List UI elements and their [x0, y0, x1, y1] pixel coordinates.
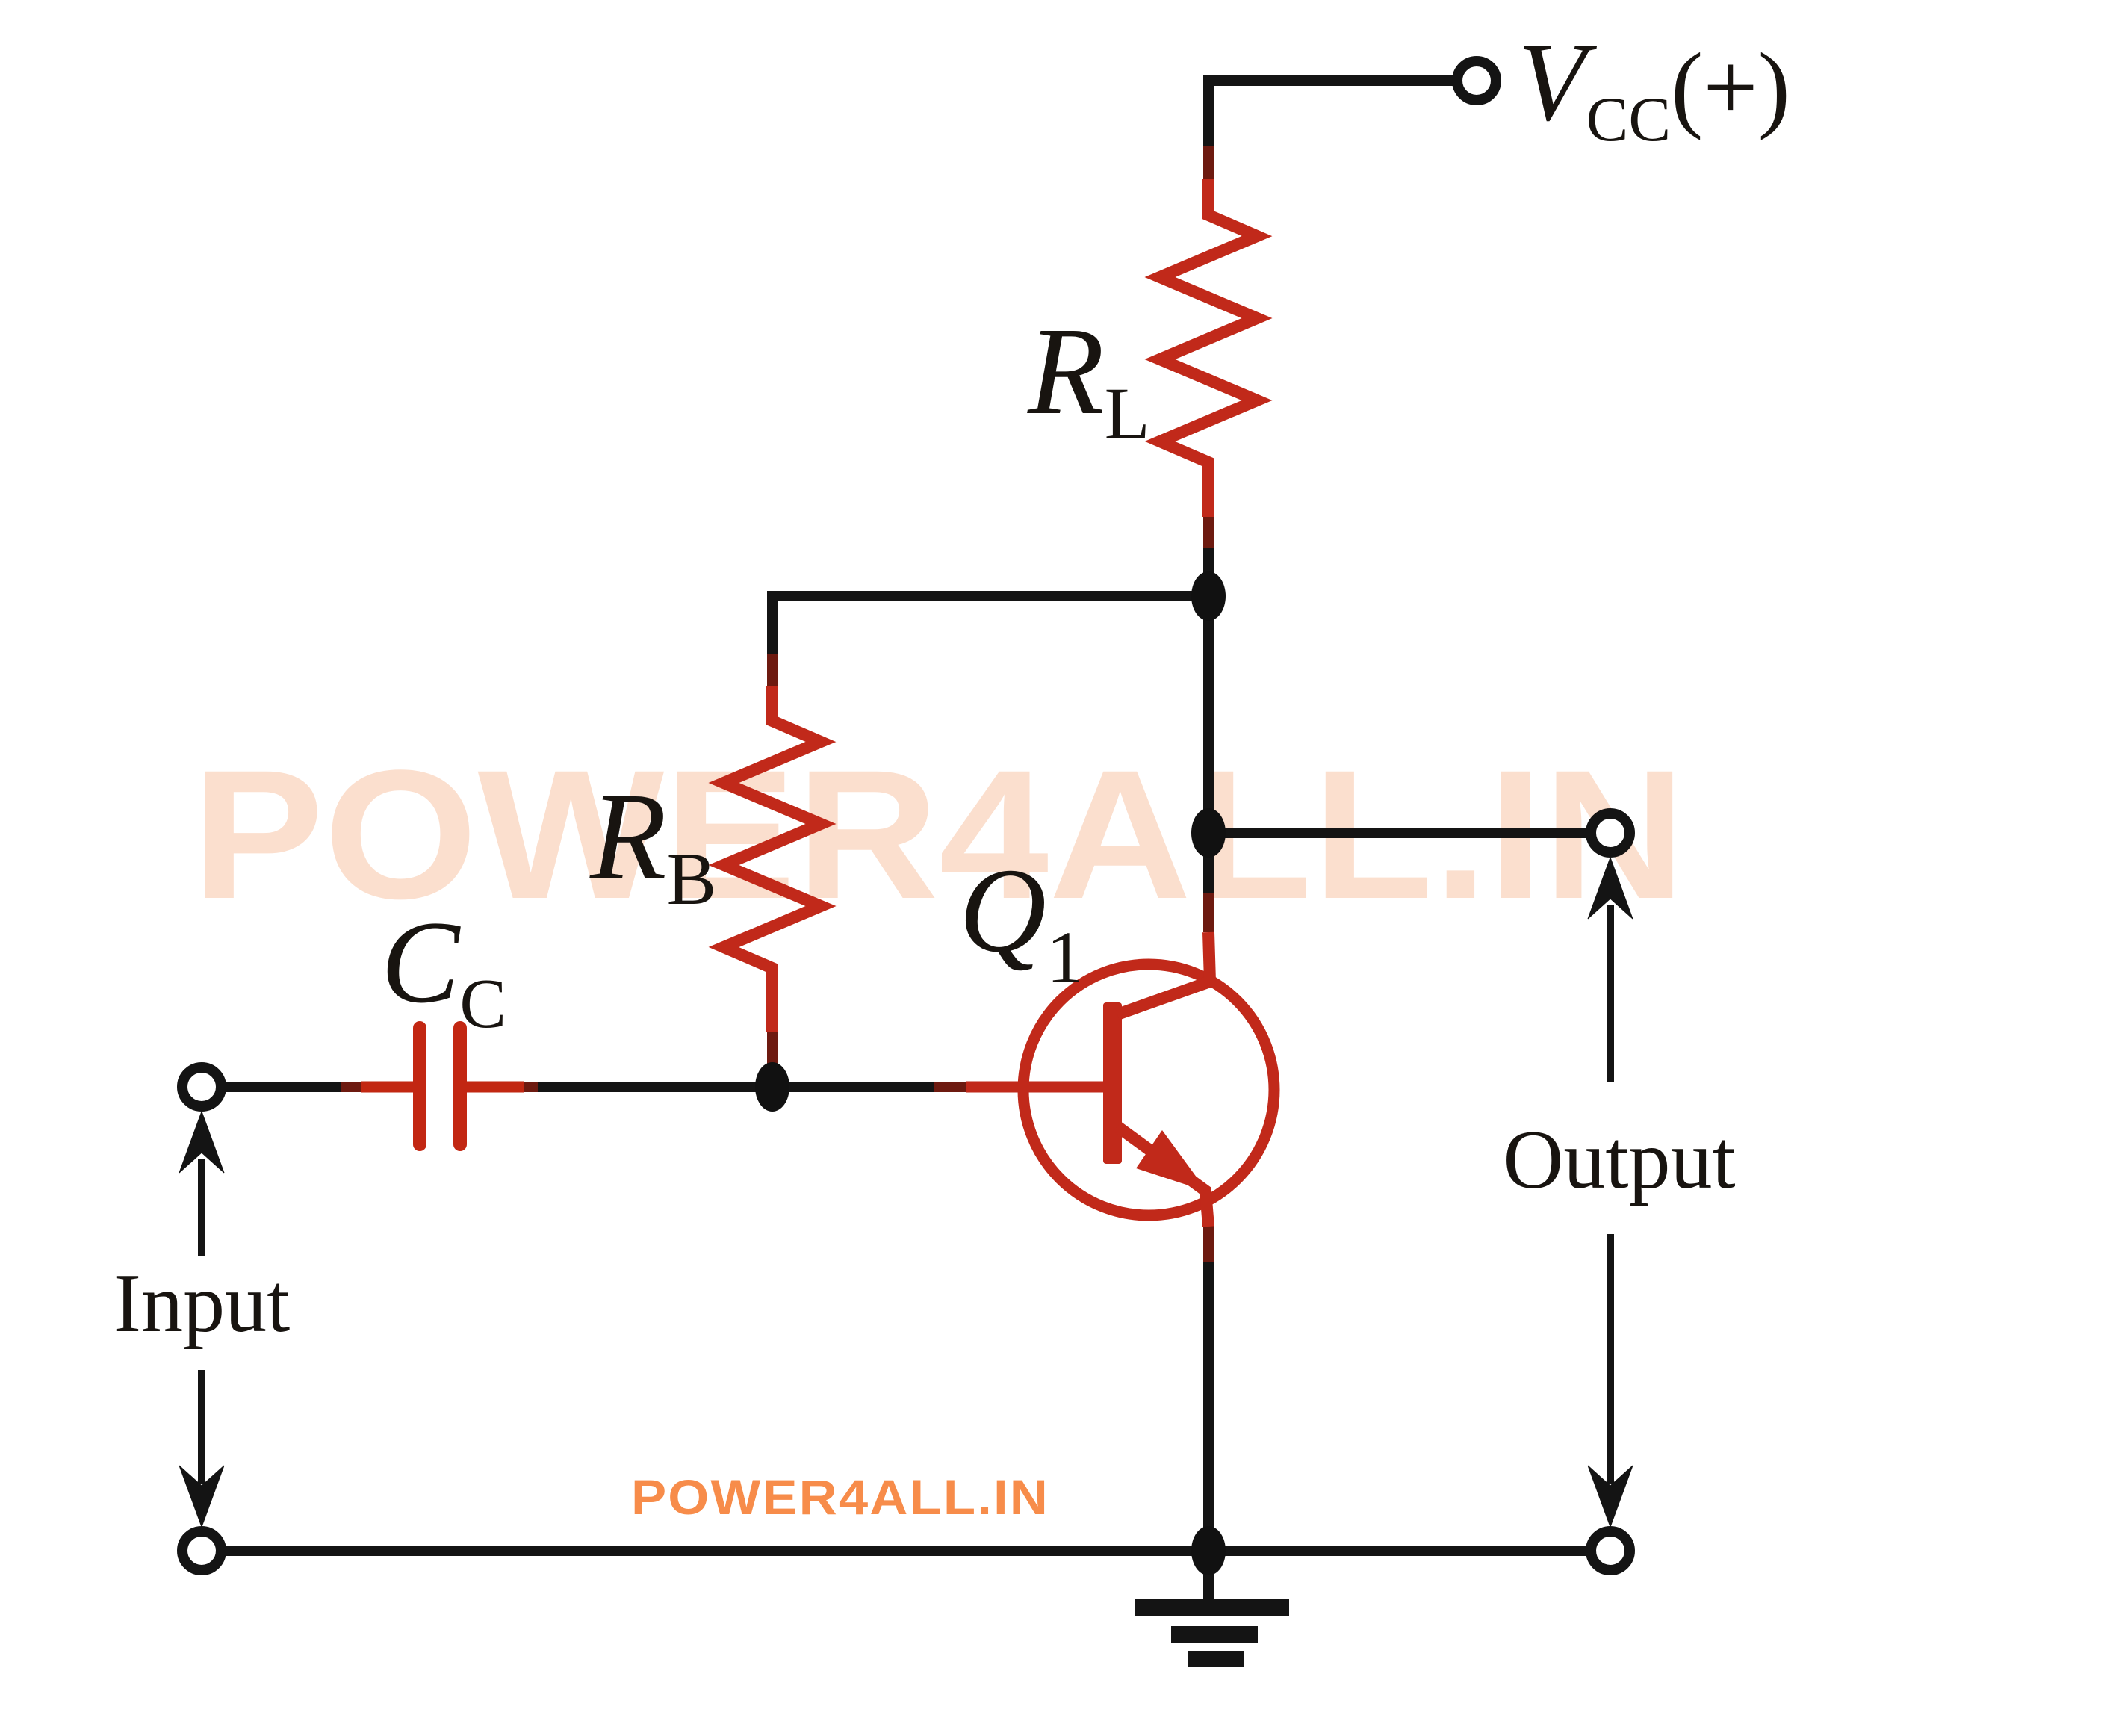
junction-dot-ground-node	[1191, 1526, 1226, 1575]
rb-label: RB	[589, 767, 716, 920]
terminals	[177, 56, 1635, 1575]
input-label: Input	[114, 1257, 290, 1350]
output-arrowhead-up	[1587, 856, 1633, 920]
transistor-collector-lead	[1115, 931, 1217, 1020]
emitter-arrowhead	[1136, 1130, 1207, 1191]
cc-label: CC	[381, 897, 506, 1043]
brand-text: POWER4ALL.IN	[631, 1469, 1049, 1525]
output-arrow	[1587, 856, 1633, 1528]
rl-label: RL	[1027, 302, 1150, 455]
load-resistor-rl	[1144, 179, 1273, 517]
vcc-terminal	[1452, 56, 1501, 105]
input-arrowhead-up	[179, 1110, 225, 1174]
transistor-q1	[966, 931, 1280, 1227]
input-terminal-bottom	[177, 1526, 226, 1575]
output-label: Output	[1503, 1114, 1735, 1206]
output-terminal-top	[1586, 808, 1635, 858]
junction-dots	[755, 571, 1226, 1575]
input-arrowhead-down	[179, 1465, 225, 1528]
coupling-capacitor-cc	[361, 1021, 524, 1151]
q1-label: Q1	[959, 844, 1084, 999]
input-terminal-top	[177, 1062, 226, 1112]
junction-dot-output-node	[1191, 808, 1226, 858]
input-arrow	[179, 1110, 225, 1528]
ground-symbol	[1135, 1599, 1289, 1667]
junction-dot-collector-node	[1191, 571, 1226, 621]
output-terminal-bottom	[1586, 1526, 1635, 1575]
output-arrowhead-down	[1587, 1465, 1633, 1528]
transistor-base-bar	[1103, 1002, 1122, 1164]
base-resistor-rb	[708, 686, 837, 1032]
junction-dot-base-node	[755, 1062, 789, 1112]
vcc-label: VCC(+)	[1518, 20, 1790, 155]
